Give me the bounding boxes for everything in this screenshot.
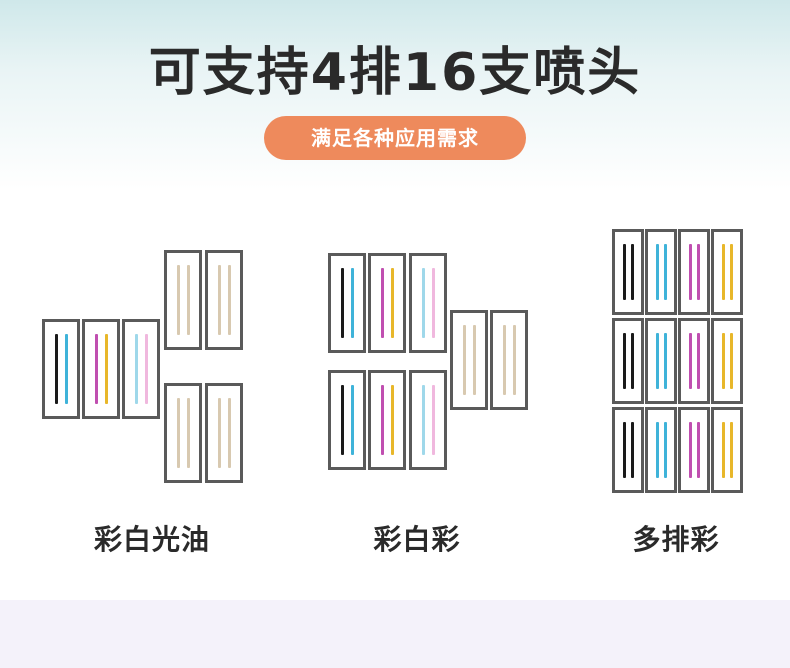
- ink-channel-magenta: [697, 422, 700, 478]
- ink-channel-yellow: [730, 244, 733, 300]
- print-head: [711, 407, 743, 493]
- ink-channel-white: [218, 265, 221, 335]
- ink-channel-yellow: [730, 422, 733, 478]
- ink-channel-black: [631, 244, 634, 300]
- ink-channel-white: [218, 398, 221, 468]
- ink-channel-white: [177, 398, 180, 468]
- print-head: [164, 250, 202, 350]
- ink-channel-white: [187, 265, 190, 335]
- print-head: [328, 253, 366, 353]
- print-head: [450, 310, 488, 410]
- print-head: [164, 383, 202, 483]
- ink-channel-white: [473, 325, 476, 395]
- ink-channel-black: [341, 268, 344, 338]
- ink-channel-white: [463, 325, 466, 395]
- ink-channel-lightcyan: [422, 268, 425, 338]
- print-head: [122, 319, 160, 419]
- ink-channel-cyan: [656, 422, 659, 478]
- ink-channel-lightmagenta: [145, 334, 148, 404]
- page-title: 可支持4排16支喷头: [148, 43, 642, 103]
- print-head: [645, 229, 677, 315]
- ink-channel-magenta: [697, 244, 700, 300]
- ink-channel-magenta: [381, 385, 384, 455]
- print-head: [42, 319, 80, 419]
- ink-channel-magenta: [689, 244, 692, 300]
- ink-channel-cyan: [656, 244, 659, 300]
- ink-channel-yellow: [722, 333, 725, 389]
- caption-multi-row-color: 多排彩: [632, 523, 720, 556]
- print-head: [612, 407, 644, 493]
- print-head: [409, 370, 447, 470]
- ink-channel-yellow: [730, 333, 733, 389]
- ink-channel-cyan: [65, 334, 68, 404]
- ink-channel-magenta: [381, 268, 384, 338]
- ink-channel-magenta: [689, 422, 692, 478]
- ink-channel-lightmagenta: [432, 385, 435, 455]
- ink-channel-black: [623, 422, 626, 478]
- ink-channel-lightmagenta: [432, 268, 435, 338]
- ink-channel-cyan: [664, 333, 667, 389]
- ink-channel-yellow: [105, 334, 108, 404]
- print-head: [645, 318, 677, 404]
- print-head: [678, 229, 710, 315]
- ink-channel-white: [177, 265, 180, 335]
- print-head: [711, 318, 743, 404]
- ink-channel-black: [623, 244, 626, 300]
- ink-channel-black: [631, 333, 634, 389]
- print-head: [205, 383, 243, 483]
- ink-channel-white: [513, 325, 516, 395]
- ink-channel-cyan: [656, 333, 659, 389]
- ink-channel-white: [187, 398, 190, 468]
- print-head: [490, 310, 528, 410]
- ink-channel-lightcyan: [135, 334, 138, 404]
- ink-channel-black: [631, 422, 634, 478]
- ink-channel-lightcyan: [422, 385, 425, 455]
- print-head: [82, 319, 120, 419]
- caption-color-white-varnish: 彩白光油: [93, 523, 210, 556]
- ink-channel-yellow: [391, 268, 394, 338]
- subtitle-badge: 满足各种应用需求: [264, 116, 526, 160]
- ink-channel-cyan: [664, 244, 667, 300]
- caption-color-white-color: 彩白彩: [373, 523, 461, 556]
- print-head: [612, 318, 644, 404]
- print-head: [645, 407, 677, 493]
- print-head: [678, 318, 710, 404]
- ink-channel-magenta: [697, 333, 700, 389]
- ink-channel-cyan: [351, 385, 354, 455]
- print-head: [711, 229, 743, 315]
- print-head: [368, 253, 406, 353]
- ink-channel-white: [228, 265, 231, 335]
- ink-channel-cyan: [351, 268, 354, 338]
- print-head: [368, 370, 406, 470]
- ink-channel-cyan: [664, 422, 667, 478]
- ink-channel-black: [55, 334, 58, 404]
- print-head: [678, 407, 710, 493]
- ink-channel-black: [341, 385, 344, 455]
- ink-channel-white: [503, 325, 506, 395]
- ink-channel-black: [623, 333, 626, 389]
- ink-channel-magenta: [95, 334, 98, 404]
- ink-channel-yellow: [722, 244, 725, 300]
- ink-channel-yellow: [722, 422, 725, 478]
- print-head: [612, 229, 644, 315]
- print-head: [328, 370, 366, 470]
- print-head: [409, 253, 447, 353]
- ink-channel-magenta: [689, 333, 692, 389]
- print-head: [205, 250, 243, 350]
- ink-channel-white: [228, 398, 231, 468]
- ink-channel-yellow: [391, 385, 394, 455]
